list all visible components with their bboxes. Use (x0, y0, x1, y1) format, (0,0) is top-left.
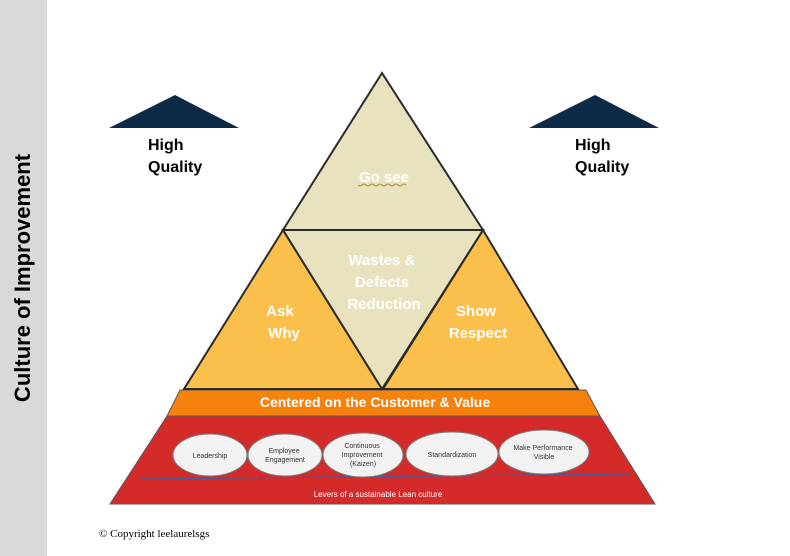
show-respect-label: Show Respect (449, 303, 507, 342)
lever-performance-line-2: Visible (534, 454, 555, 461)
base-divider-line (139, 473, 631, 480)
svg-text:Leadership: Leadership (193, 453, 228, 460)
left-high-quality-line-1: High (148, 137, 184, 154)
left-high-quality-label: High Quality (148, 135, 202, 179)
wastes-line-1: Wastes & (348, 252, 415, 269)
right-roof-shape (529, 95, 659, 128)
lever-employee-line-1: Employee (268, 448, 299, 455)
base-caption: Levers of a sustainable Lean culture (314, 490, 443, 499)
svg-text:Continuous Improvement: Continuous Improvement (Kaizen) (342, 443, 385, 468)
ask-why-line-1: Ask (266, 303, 294, 320)
lever-employee-line-2: Engagement (265, 457, 305, 464)
lever-make-performance-visible: Make Performance Visible (498, 429, 590, 475)
svg-text:Standardization: Standardization (428, 452, 477, 459)
go-see-triangle (281, 71, 485, 231)
lever-continuous-line-2: Improvement (342, 452, 383, 459)
go-see-label: Go see (359, 169, 409, 186)
right-high-quality-label: High Quality (575, 135, 629, 179)
lever-continuous-improvement: Continuous Improvement (Kaizen) (322, 432, 404, 478)
lever-standardization: Standardization (405, 431, 499, 477)
show-respect-line-2: Respect (449, 325, 507, 342)
wastes-line-3: Reduction (347, 296, 420, 313)
wastes-reduction-label: Wastes & Defects Reduction (347, 252, 420, 313)
left-roof-shape (109, 95, 239, 128)
customer-value-label: Centered on the Customer & Value (260, 394, 490, 410)
ask-why-line-2: Why (268, 325, 300, 342)
lever-employee-engagement: Employee Engagement (247, 433, 323, 477)
spellcheck-underline (357, 183, 407, 187)
lever-leadership: Leadership (172, 433, 248, 477)
wastes-line-2: Defects (355, 274, 409, 291)
left-high-quality-line-2: Quality (148, 159, 203, 176)
sidebar: Culture of Improvement (0, 0, 47, 556)
lever-leadership-text: Leadership (193, 453, 228, 460)
lever-continuous-line-3: (Kaizen) (350, 461, 376, 468)
svg-text:Employee Engagement: Employee Engagement (265, 448, 305, 464)
svg-text:Make Performance Visible: Make Performance Visible (513, 445, 574, 461)
copyright-notice: © Copyright leelaurelsgs (99, 528, 210, 540)
lever-standardization-text: Standardization (428, 452, 477, 459)
right-high-quality-line-2: Quality (575, 159, 630, 176)
lever-performance-line-1: Make Performance (513, 445, 572, 452)
ask-why-label: Ask Why (266, 303, 300, 342)
show-respect-line-1: Show (456, 303, 496, 320)
lever-continuous-line-1: Continuous (344, 443, 380, 450)
right-high-quality-line-1: High (575, 137, 611, 154)
